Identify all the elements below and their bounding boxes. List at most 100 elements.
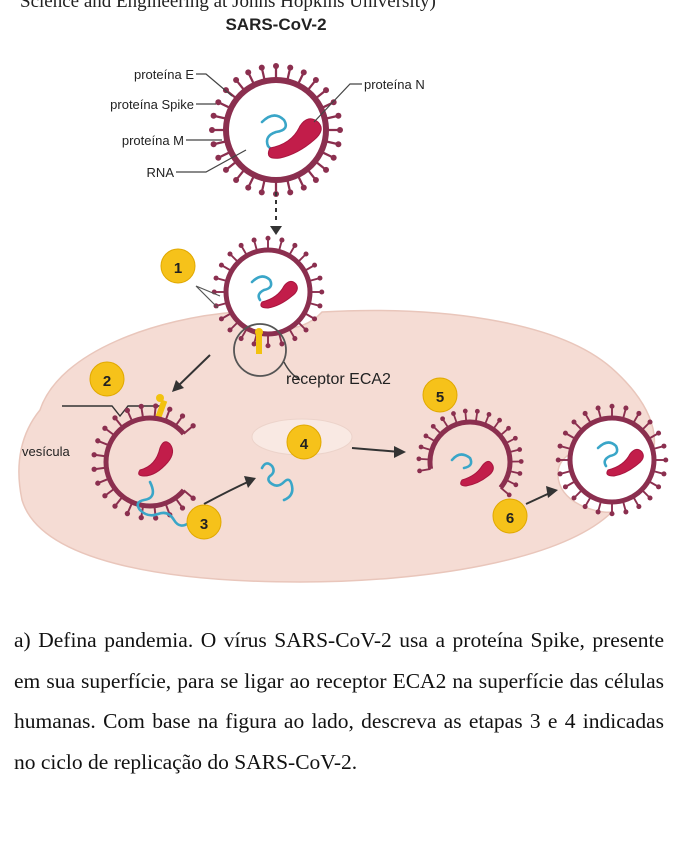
spike-head bbox=[423, 433, 429, 439]
rna-release bbox=[136, 480, 192, 527]
spike-head bbox=[323, 166, 330, 173]
spike-head bbox=[518, 459, 524, 464]
spike-head bbox=[245, 184, 252, 191]
spike-head bbox=[497, 417, 502, 423]
spike-head bbox=[167, 406, 173, 412]
spike-head bbox=[258, 64, 265, 71]
spike-head bbox=[300, 69, 307, 76]
spike-head bbox=[102, 493, 108, 499]
spike-head bbox=[190, 423, 196, 429]
spike-head bbox=[323, 87, 330, 94]
step-badge-4: 4 bbox=[286, 424, 322, 460]
spike-head bbox=[623, 509, 629, 515]
nucleocapsid-vesicle bbox=[138, 441, 174, 477]
spike-head bbox=[222, 166, 229, 173]
spike-head bbox=[210, 141, 217, 148]
spike-head bbox=[330, 99, 337, 106]
spike-head bbox=[623, 405, 629, 411]
label-protein-e: proteína E bbox=[134, 67, 194, 82]
spike-head bbox=[312, 262, 318, 268]
spike-head bbox=[312, 76, 319, 83]
spike-head bbox=[251, 341, 257, 347]
spike-head bbox=[213, 275, 219, 281]
virion-step1 bbox=[211, 235, 325, 349]
spike-head bbox=[582, 410, 588, 416]
svg-text:5: 5 bbox=[436, 389, 444, 406]
spike-head bbox=[656, 430, 662, 436]
diagram-title: SARS-CoV-2 bbox=[225, 15, 326, 34]
spike-head bbox=[517, 447, 523, 452]
spike-head bbox=[609, 403, 615, 409]
spike-head bbox=[656, 484, 662, 490]
spike-head bbox=[462, 408, 468, 414]
spike-head bbox=[319, 289, 325, 295]
receptor-eca2 bbox=[256, 334, 262, 354]
spike-head bbox=[265, 235, 271, 241]
spike-head bbox=[571, 419, 577, 425]
spike-head bbox=[312, 316, 318, 322]
spike-head bbox=[337, 127, 343, 133]
spike-head bbox=[233, 177, 240, 184]
spike-head bbox=[562, 484, 568, 490]
spike-head bbox=[233, 76, 240, 83]
spike-head bbox=[91, 452, 97, 458]
spike-head bbox=[418, 444, 424, 450]
rna-released bbox=[596, 441, 619, 468]
spike-head bbox=[474, 408, 480, 414]
spike-head bbox=[609, 511, 615, 517]
spike-head bbox=[303, 251, 309, 257]
step-badge-1: 1 bbox=[160, 248, 196, 284]
spike-head bbox=[227, 251, 233, 257]
spike-head bbox=[636, 504, 642, 510]
spike-head bbox=[335, 112, 342, 119]
spike-head bbox=[330, 154, 337, 161]
label-receptor-eca2: receptor ECA2 bbox=[286, 371, 391, 388]
spike-head bbox=[153, 515, 159, 521]
svg-text:1: 1 bbox=[174, 260, 182, 277]
spike-head bbox=[124, 510, 131, 517]
nucleocapsid-main bbox=[267, 118, 322, 159]
nucleocapsid-step1 bbox=[260, 280, 298, 309]
virion-vesicle bbox=[91, 403, 196, 521]
label-vesicle: vesícula bbox=[22, 444, 70, 459]
virion-step5 bbox=[416, 408, 524, 498]
spike-head bbox=[273, 63, 279, 69]
spike-head bbox=[661, 471, 667, 477]
replication-diagram: SARS-CoV-2 proteína E proteína Spike pro… bbox=[18, 15, 669, 583]
virion-released bbox=[555, 403, 669, 517]
spike-head bbox=[179, 505, 186, 511]
spike-head bbox=[292, 242, 298, 248]
svg-text:4: 4 bbox=[300, 436, 309, 453]
spike-head bbox=[661, 443, 667, 449]
spike-head bbox=[595, 405, 601, 411]
spike-head bbox=[153, 403, 159, 409]
spike-head bbox=[95, 480, 101, 486]
virion-main bbox=[209, 63, 343, 197]
spike-head bbox=[557, 443, 563, 449]
step-badge-6: 6 bbox=[492, 498, 528, 534]
spike-head bbox=[647, 495, 653, 501]
spike-head bbox=[227, 327, 233, 333]
label-protein-n: proteína N bbox=[364, 77, 425, 92]
spike-head bbox=[138, 514, 144, 521]
spike-head bbox=[562, 430, 568, 436]
spike-head bbox=[417, 468, 422, 474]
spike-head bbox=[300, 184, 307, 191]
spike-head bbox=[245, 69, 252, 76]
rna-step1 bbox=[250, 275, 273, 302]
svg-text:3: 3 bbox=[200, 516, 208, 533]
spike-head bbox=[238, 336, 244, 342]
spike-head bbox=[451, 411, 456, 416]
label-protein-spike: proteína Spike bbox=[110, 97, 194, 112]
spike-head bbox=[416, 456, 422, 462]
spike-head bbox=[512, 435, 518, 441]
svg-text:6: 6 bbox=[506, 510, 514, 527]
spike-head bbox=[317, 303, 323, 309]
label-protein-m: proteína M bbox=[122, 133, 184, 148]
spike-head bbox=[265, 343, 271, 349]
spike-head bbox=[287, 189, 294, 196]
spike-head bbox=[335, 141, 342, 148]
spike-head bbox=[279, 341, 285, 347]
spike-head bbox=[582, 504, 588, 510]
viral-membrane bbox=[223, 247, 313, 337]
